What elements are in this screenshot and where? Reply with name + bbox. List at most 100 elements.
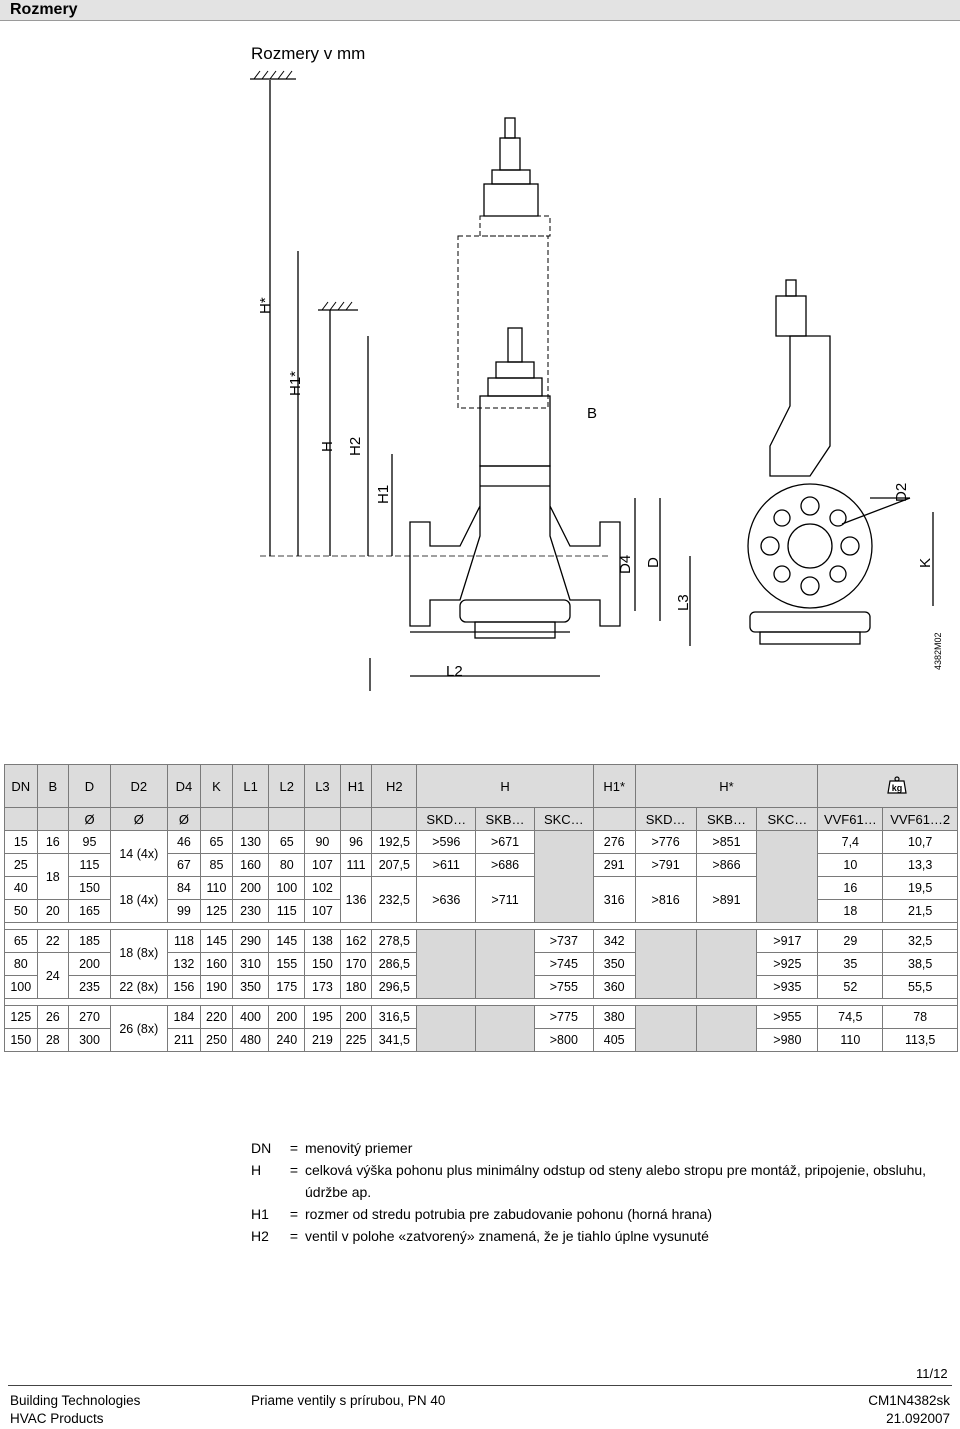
label-d2: D2 bbox=[893, 483, 910, 502]
table-cell: >891 bbox=[695, 876, 758, 923]
table-cell: >686 bbox=[475, 853, 535, 877]
table-cell: 360 bbox=[592, 975, 636, 999]
table-cell: 110 bbox=[817, 1028, 884, 1052]
table-cell: 111 bbox=[339, 853, 373, 877]
label-b: B bbox=[587, 405, 597, 422]
label-l3: L3 bbox=[675, 594, 692, 611]
table-cell: 380 bbox=[592, 1005, 636, 1029]
table-cell: 480 bbox=[231, 1028, 270, 1052]
label-d: D bbox=[645, 557, 662, 568]
table-cell: 219 bbox=[304, 1028, 341, 1052]
table-cell: 29 bbox=[817, 929, 884, 953]
table-cell: 175 bbox=[268, 975, 306, 999]
table-cell: >791 bbox=[634, 853, 697, 877]
table-cell: >935 bbox=[756, 975, 819, 999]
col-d: D bbox=[68, 764, 111, 808]
table-cell: 95 bbox=[68, 830, 111, 854]
table-cell: 107 bbox=[304, 853, 341, 877]
table-cell: >711 bbox=[475, 876, 535, 923]
table-cell: 20 bbox=[36, 899, 70, 923]
definition-item: H2=ventil v polohe «zatvorený» znamená, … bbox=[251, 1228, 709, 1244]
table-cell: 18 (8x) bbox=[109, 929, 168, 976]
table-cell: 190 bbox=[200, 975, 233, 999]
definition-item: DN=menovitý priemer bbox=[251, 1140, 413, 1156]
table-cell: 405 bbox=[592, 1028, 636, 1052]
table-cell: 316 bbox=[592, 876, 636, 923]
table-cell: 232,5 bbox=[371, 876, 418, 923]
table-cell: 350 bbox=[592, 952, 636, 976]
table-cell: 180 bbox=[339, 975, 373, 999]
definition-item: H=celková výška pohonu plus minimálny od… bbox=[251, 1162, 927, 1200]
label-l2: L2 bbox=[446, 663, 463, 680]
table-cell: >925 bbox=[756, 952, 819, 976]
table-cell: 22 (8x) bbox=[109, 975, 168, 999]
table-cell: 100 bbox=[4, 975, 38, 999]
table-cell: 65 bbox=[200, 830, 233, 854]
sub-hstar-skc: SKC… bbox=[756, 807, 819, 831]
table-cell: >745 bbox=[533, 952, 594, 976]
table-cell: 173 bbox=[304, 975, 341, 999]
table-cell: 80 bbox=[4, 952, 38, 976]
label-h1-star: H1* bbox=[287, 371, 304, 396]
table-cell: 32,5 bbox=[882, 929, 958, 953]
table-cell: 55,5 bbox=[882, 975, 958, 999]
table-cell bbox=[756, 830, 819, 923]
table-cell bbox=[695, 929, 758, 999]
valve-dimension-drawing: H* H1* H H2 H1 B D4 D L3 D2 K L2 L1 bbox=[250, 70, 934, 696]
table-cell: 7,4 bbox=[817, 830, 884, 854]
table-cell: 125 bbox=[4, 1005, 38, 1029]
table-cell: >851 bbox=[695, 830, 758, 854]
table-cell: >671 bbox=[475, 830, 535, 854]
table-cell: >866 bbox=[695, 853, 758, 877]
table-cell: 185 bbox=[68, 929, 111, 953]
table-cell: 132 bbox=[166, 952, 202, 976]
table-cell: 342 bbox=[592, 929, 636, 953]
col-weight: kg bbox=[817, 764, 958, 808]
col-l2: L2 bbox=[268, 764, 306, 808]
table-cell: 250 bbox=[200, 1028, 233, 1052]
table-cell bbox=[4, 922, 958, 930]
table-cell: 74,5 bbox=[817, 1005, 884, 1029]
table-cell: 78 bbox=[882, 1005, 958, 1029]
table-cell: 90 bbox=[304, 830, 341, 854]
table-cell: 21,5 bbox=[882, 899, 958, 923]
table-cell: 170 bbox=[339, 952, 373, 976]
table-cell bbox=[416, 929, 477, 999]
table-cell: 15 bbox=[4, 830, 38, 854]
table-cell bbox=[533, 830, 594, 923]
table-cell: 150 bbox=[68, 876, 111, 900]
label-k: K bbox=[917, 558, 934, 568]
sub-h-skc: SKC… bbox=[533, 807, 594, 831]
table-cell: 150 bbox=[4, 1028, 38, 1052]
table-cell: 296,5 bbox=[371, 975, 418, 999]
table-cell: 19,5 bbox=[882, 876, 958, 900]
table-cell bbox=[416, 1005, 477, 1052]
table-header-row: DN B D D2 D4 K L1 L2 L3 H1 H2 H H1* H* k… bbox=[4, 764, 958, 808]
table-subheader-row: Ø Ø Ø SKD… SKB… SKC… SKD… SKB… SKC… VVF6… bbox=[4, 807, 958, 831]
table-cell: 211 bbox=[166, 1028, 202, 1052]
table-cell: 13,3 bbox=[882, 853, 958, 877]
weight-icon: kg bbox=[887, 775, 907, 794]
label-l1: L1 bbox=[496, 693, 513, 696]
table-cell: 22 bbox=[36, 929, 70, 953]
table-cell: >611 bbox=[416, 853, 477, 877]
table-cell: 80 bbox=[268, 853, 306, 877]
table-cell: 10,7 bbox=[882, 830, 958, 854]
table-cell: 278,5 bbox=[371, 929, 418, 953]
table-cell: 162 bbox=[339, 929, 373, 953]
label-h2: H2 bbox=[347, 437, 364, 456]
table-cell: >737 bbox=[533, 929, 594, 953]
table-cell: 38,5 bbox=[882, 952, 958, 976]
table-cell: 85 bbox=[200, 853, 233, 877]
table-cell: 276 bbox=[592, 830, 636, 854]
table-cell: 270 bbox=[68, 1005, 111, 1029]
table-cell: 24 bbox=[36, 952, 70, 999]
table-cell: 26 bbox=[36, 1005, 70, 1029]
table-cell: >755 bbox=[533, 975, 594, 999]
col-d4: D4 bbox=[166, 764, 202, 808]
table-cell: 160 bbox=[231, 853, 270, 877]
table-cell: 107 bbox=[304, 899, 341, 923]
table-cell: 150 bbox=[304, 952, 341, 976]
table-cell: 230 bbox=[231, 899, 270, 923]
table-cell: 28 bbox=[36, 1028, 70, 1052]
